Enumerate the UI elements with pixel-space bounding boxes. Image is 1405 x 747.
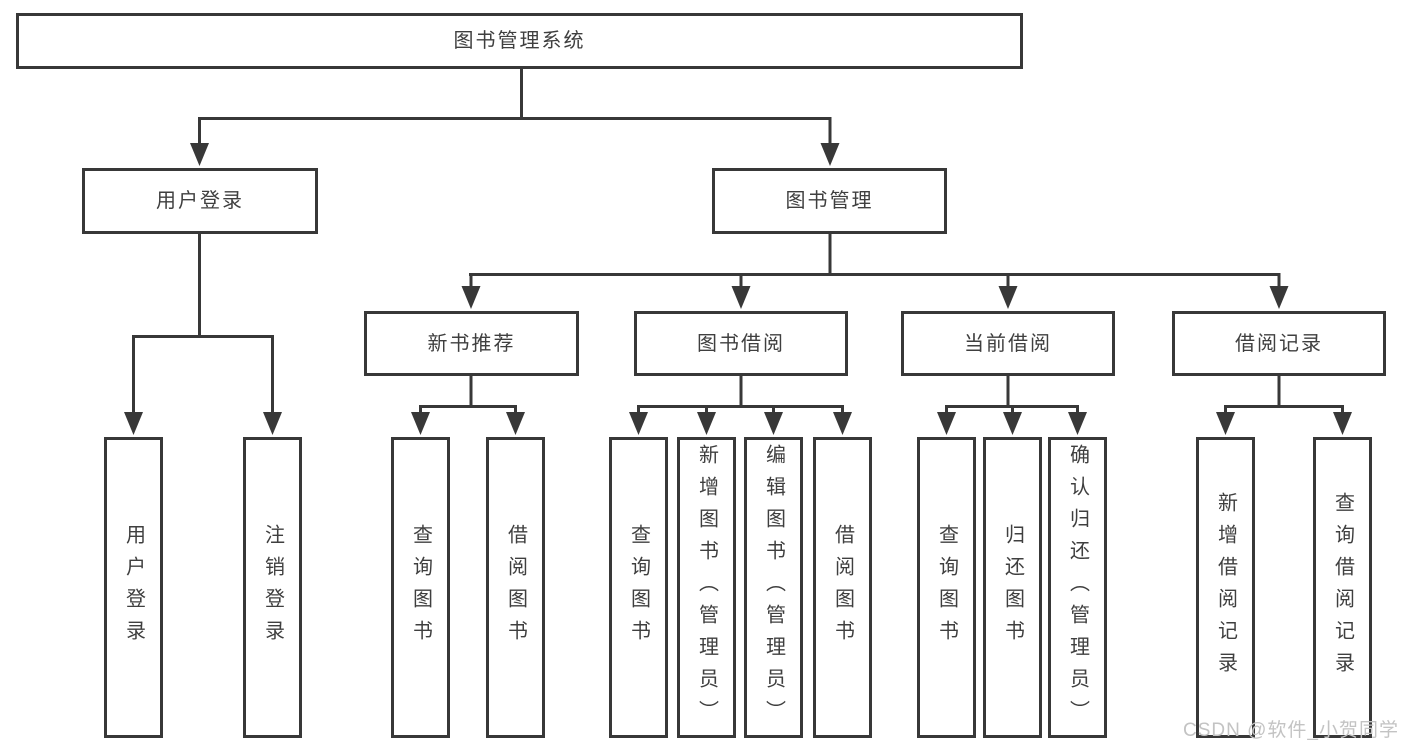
leaf-borrowing-edit-books-admin: 编辑图书（管理员） (744, 437, 803, 738)
node-new-book-recommend: 新书推荐 (364, 311, 579, 376)
node-user-login: 用户登录 (82, 168, 318, 234)
leaf-logout: 注销登录 (243, 437, 302, 738)
leaf-borrowing-add-books-admin: 新增图书（管理员） (677, 437, 736, 738)
arrowhead-icon (629, 412, 648, 435)
arrowhead-icon (731, 286, 751, 309)
leaf-borrowing-borrow-books: 借阅图书 (813, 437, 872, 738)
node-label: 借阅记录 (1235, 332, 1323, 355)
leaf-label: 新增图书（管理员） (695, 443, 718, 732)
leaf-borrowing-query-books: 查询图书 (609, 437, 668, 738)
node-current-borrowing: 当前借阅 (901, 311, 1115, 376)
leaf-records-add-record: 新增借阅记录 (1196, 437, 1255, 738)
arrowhead-icon (937, 412, 956, 435)
arrowhead-icon (461, 286, 481, 309)
arrowhead-icon (1269, 286, 1289, 309)
node-label: 图书管理系统 (453, 30, 586, 52)
leaf-label: 查询图书 (409, 523, 432, 652)
leaf-label: 借阅图书 (504, 523, 527, 652)
node-label: 图书管理 (785, 190, 874, 212)
leaf-user-login: 用户登录 (104, 437, 163, 738)
node-label: 当前借阅 (964, 332, 1052, 355)
leaf-label: 查询图书 (627, 523, 650, 652)
leaf-label: 注销登录 (261, 523, 284, 652)
leaf-label: 编辑图书（管理员） (762, 443, 785, 732)
arrowhead-icon (1216, 412, 1235, 435)
arrowhead-icon (411, 412, 430, 435)
leaf-label: 新增借阅记录 (1214, 491, 1237, 684)
node-label: 新书推荐 (427, 332, 516, 355)
arrowhead-icon (190, 143, 209, 166)
leaf-recommend-query-books: 查询图书 (391, 437, 450, 738)
leaf-recommend-borrow-books: 借阅图书 (486, 437, 545, 738)
arrowhead-icon (764, 412, 783, 435)
leaf-label: 归还图书 (1001, 523, 1024, 652)
leaf-label: 借阅图书 (831, 523, 854, 652)
arrowhead-icon (1068, 412, 1087, 435)
leaf-records-query-record: 查询借阅记录 (1313, 437, 1372, 738)
leaf-current-query-books: 查询图书 (917, 437, 976, 738)
leaf-label: 用户登录 (122, 523, 145, 652)
node-borrowing-records: 借阅记录 (1172, 311, 1386, 376)
leaf-label: 查询借阅记录 (1331, 491, 1354, 684)
arrowhead-icon (998, 286, 1018, 309)
leaf-current-return-books: 归还图书 (983, 437, 1042, 738)
leaf-label: 确认归还（管理员） (1066, 443, 1089, 732)
arrowhead-icon (833, 412, 852, 435)
arrowhead-icon (820, 143, 840, 166)
leaf-label: 查询图书 (935, 523, 958, 652)
leaf-current-confirm-return-admin: 确认归还（管理员） (1048, 437, 1107, 738)
node-book-borrowing: 图书借阅 (634, 311, 848, 376)
arrowhead-icon (697, 412, 716, 435)
node-book-management: 图书管理 (712, 168, 947, 234)
node-label: 图书借阅 (697, 332, 785, 355)
arrowhead-icon (263, 412, 282, 435)
arrowhead-icon (124, 412, 143, 435)
arrowhead-icon (1003, 412, 1022, 435)
node-label: 用户登录 (156, 190, 244, 212)
arrowhead-icon (1333, 412, 1352, 435)
node-library-system: 图书管理系统 (16, 13, 1023, 69)
arrowhead-icon (506, 412, 525, 435)
